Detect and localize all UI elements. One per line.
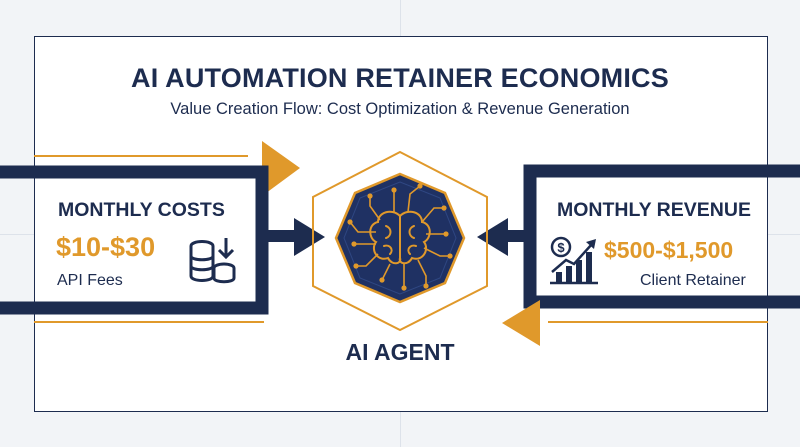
cost-flow-arrowhead-gold xyxy=(262,141,300,196)
growth-chart-dollar-icon: $ xyxy=(550,236,598,285)
agent-label: AI AGENT xyxy=(345,339,455,365)
cost-flow-arrowhead-navy xyxy=(294,218,325,256)
page-title: AI AUTOMATION RETAINER ECONOMICS xyxy=(131,63,669,93)
revenue-flow-arrowhead-gold xyxy=(502,300,540,346)
revenue-heading: MONTHLY REVENUE xyxy=(557,199,751,221)
costs-heading: MONTHLY COSTS xyxy=(58,199,225,221)
revenue-amount: $500-$1,500 xyxy=(604,237,734,263)
coin-stack-down-arrow-icon xyxy=(189,238,236,284)
revenue-caption: Client Retainer xyxy=(640,272,746,289)
costs-amount: $10-$30 xyxy=(56,232,156,262)
svg-text:$: $ xyxy=(557,240,565,255)
costs-caption: API Fees xyxy=(57,272,123,289)
agent-hexagon-frame xyxy=(312,150,488,332)
page-subtitle: Value Creation Flow: Cost Optimization &… xyxy=(170,100,630,118)
agent-badge xyxy=(334,172,466,304)
revenue-flow-arrowhead-navy xyxy=(477,218,508,256)
